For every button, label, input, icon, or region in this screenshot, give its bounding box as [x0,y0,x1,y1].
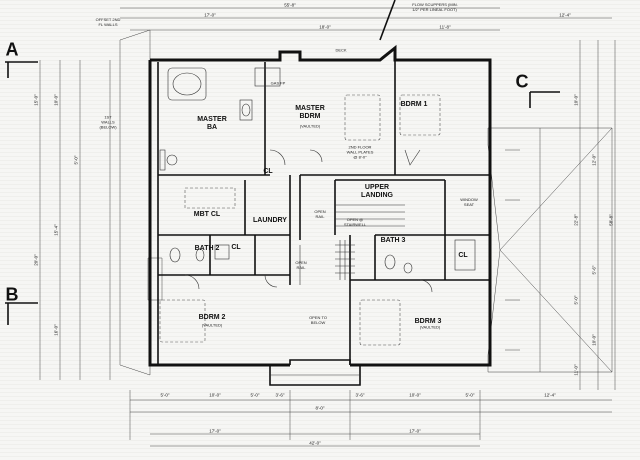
dim-left-d: 15'-4" [53,224,59,236]
room-sublabel-bdrm2: (VAULTED) [201,322,223,328]
dim-right-g: 11'-0" [573,364,579,376]
closet-label-bath2: CL [231,244,241,251]
dim-bottom-total: 42'-0" [309,440,321,446]
dim-bottom-c: 5'-0" [250,392,260,398]
dim-bottom-g: 3'-6" [275,392,285,398]
dim-right-b: 12'-0" [591,154,597,166]
exterior-walls [148,44,492,367]
dim-top-a: 17'-0" [204,12,216,18]
dim-top-c: 11'-8" [439,24,451,30]
dim-bottom-b: 10'-0" [209,392,221,398]
dim-bottom-e: 5'-0" [465,392,475,398]
door-swings [184,149,433,293]
gas-fp-label: GAS FP [270,80,286,86]
dim-bottom-mid: 8'-0" [315,405,325,411]
dim-top-total: 55'-8" [284,2,296,8]
dim-bottom-17b: 17'-0" [409,428,421,434]
room-label-upper-landing: UPPER LANDING [361,184,393,199]
dim-bottom-d: 10'-0" [409,392,421,398]
wall-plates-note: 2ND FLOOR WALL PLATES @ 8'-0" [346,144,374,160]
dim-bottom-h: 3'-6" [355,392,365,398]
roof-outline [119,29,613,376]
deck-label: DECK [335,47,347,53]
dim-right-d: 5'-6" [591,265,597,275]
dim-right-c: 22'-8" [573,214,579,226]
dim-bottom-a: 5'-0" [160,392,170,398]
closet-label-bath3: CL [458,252,468,259]
room-label-bdrm3: BDRM 3 [414,318,442,325]
room-label-bdrm2: BDRM 2 [198,314,226,321]
room-label-laundry: LAUNDRY [253,217,287,224]
window-seat-label: WINDOW SEAT [460,197,478,207]
flow-scuppers-note: FLOW SCUPPERS (MIN. 1/2" PER LINEAL FOOT… [412,2,458,12]
room-sublabel-master-bdrm: (VAULTED) [299,123,321,129]
open-rail-label-1: OPEN RAIL [314,209,326,219]
dim-right-e: 5'-0" [573,295,579,305]
ceiling-fans [159,94,441,346]
dim-left-b: 10'-0" [53,94,59,106]
section-marker-b: B [5,284,19,305]
room-label-bath2: BATH 2 [194,245,220,252]
dim-bottom-f: 12'-4" [544,392,556,398]
dim-right-a: 10'-0" [573,94,579,106]
dim-top-d: 12'-4" [559,12,571,18]
dim-right-f: 10'-0" [591,334,597,346]
dim-top-b: 18'-0" [319,24,331,30]
front-porch [269,365,361,386]
open-to-below-label: OPEN TO BELOW [309,315,327,325]
dim-left-c: 5'-0" [73,155,79,165]
section-marker-c: C [515,71,529,92]
room-label-master-bdrm: MASTER BDRM [295,105,325,120]
open-stairwell-note: OPEN @ STAIRWELL [343,217,367,227]
offset-walls-note: OFFSET 2ND FL WALLS [95,17,121,27]
walls-below-note: 1ST WALLS (BELOW) [99,114,117,130]
section-marker-a: A [5,39,19,60]
section-marker-lines [5,0,560,325]
dim-bottom-17a: 17'-0" [209,428,221,434]
room-label-master-ba: MASTER BA [197,116,227,131]
room-label-mbt-cl: MBT CL [193,211,221,218]
room-label-bath3: BATH 3 [380,237,406,244]
dim-left-a: 15'-0" [33,94,39,106]
closet-label-laundry: CL [263,168,273,175]
fixtures [159,67,476,274]
dimension-lines [39,7,616,447]
dim-left-f: 16'-0" [53,324,59,336]
interior-walls [157,60,490,365]
open-rail-label-2: OPEN RAIL [295,260,307,270]
dim-left-e: 20'-0" [33,254,39,266]
stairs [299,204,405,285]
room-sublabel-bdrm3: (VAULTED) [419,324,441,330]
room-label-bdrm1: BDRM 1 [400,101,428,108]
dim-right-total: 58'-8" [608,214,614,226]
